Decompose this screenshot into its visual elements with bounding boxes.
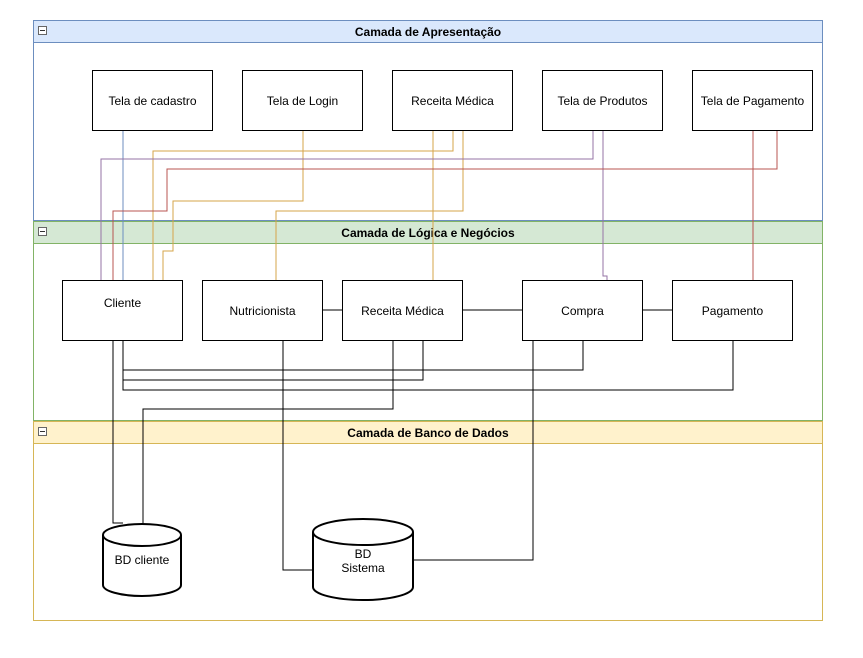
receita-medica-screen-box[interactable]: Receita Médica <box>392 70 513 131</box>
tela-cadastro-box[interactable]: Tela de cadastro <box>92 70 213 131</box>
data-layer-title: Camada de Banco de Dados <box>347 425 509 440</box>
data-layer: Camada de Banco de Dados <box>33 421 823 621</box>
presentation-layer-header: Camada de Apresentação <box>34 21 822 43</box>
bd-sistema-label-line2: Sistema <box>341 561 385 575</box>
cliente-box[interactable]: Cliente <box>62 280 183 341</box>
collapse-icon[interactable] <box>38 427 47 436</box>
pagamento-box[interactable]: Pagamento <box>672 280 793 341</box>
tela-produtos-box[interactable]: Tela de Produtos <box>542 70 663 131</box>
collapse-icon[interactable] <box>38 26 47 35</box>
bd-cliente-label: BD cliente <box>114 553 170 567</box>
data-layer-header: Camada de Banco de Dados <box>34 422 822 444</box>
tela-login-box[interactable]: Tela de Login <box>242 70 363 131</box>
tela-pagamento-box[interactable]: Tela de Pagamento <box>692 70 813 131</box>
bd-sistema-label-line1: BD <box>354 547 372 561</box>
nutricionista-box[interactable]: Nutricionista <box>202 280 323 341</box>
presentation-layer-title: Camada de Apresentação <box>354 24 502 39</box>
logic-layer-header: Camada de Lógica e Negócios <box>34 222 822 244</box>
compra-box[interactable]: Compra <box>522 280 643 341</box>
collapse-icon[interactable] <box>38 227 47 236</box>
receita-medica-logic-box[interactable]: Receita Médica <box>342 280 463 341</box>
bd-sistema-label: BD Sistema <box>313 547 413 575</box>
logic-layer-title: Camada de Lógica e Negócios <box>341 225 515 240</box>
